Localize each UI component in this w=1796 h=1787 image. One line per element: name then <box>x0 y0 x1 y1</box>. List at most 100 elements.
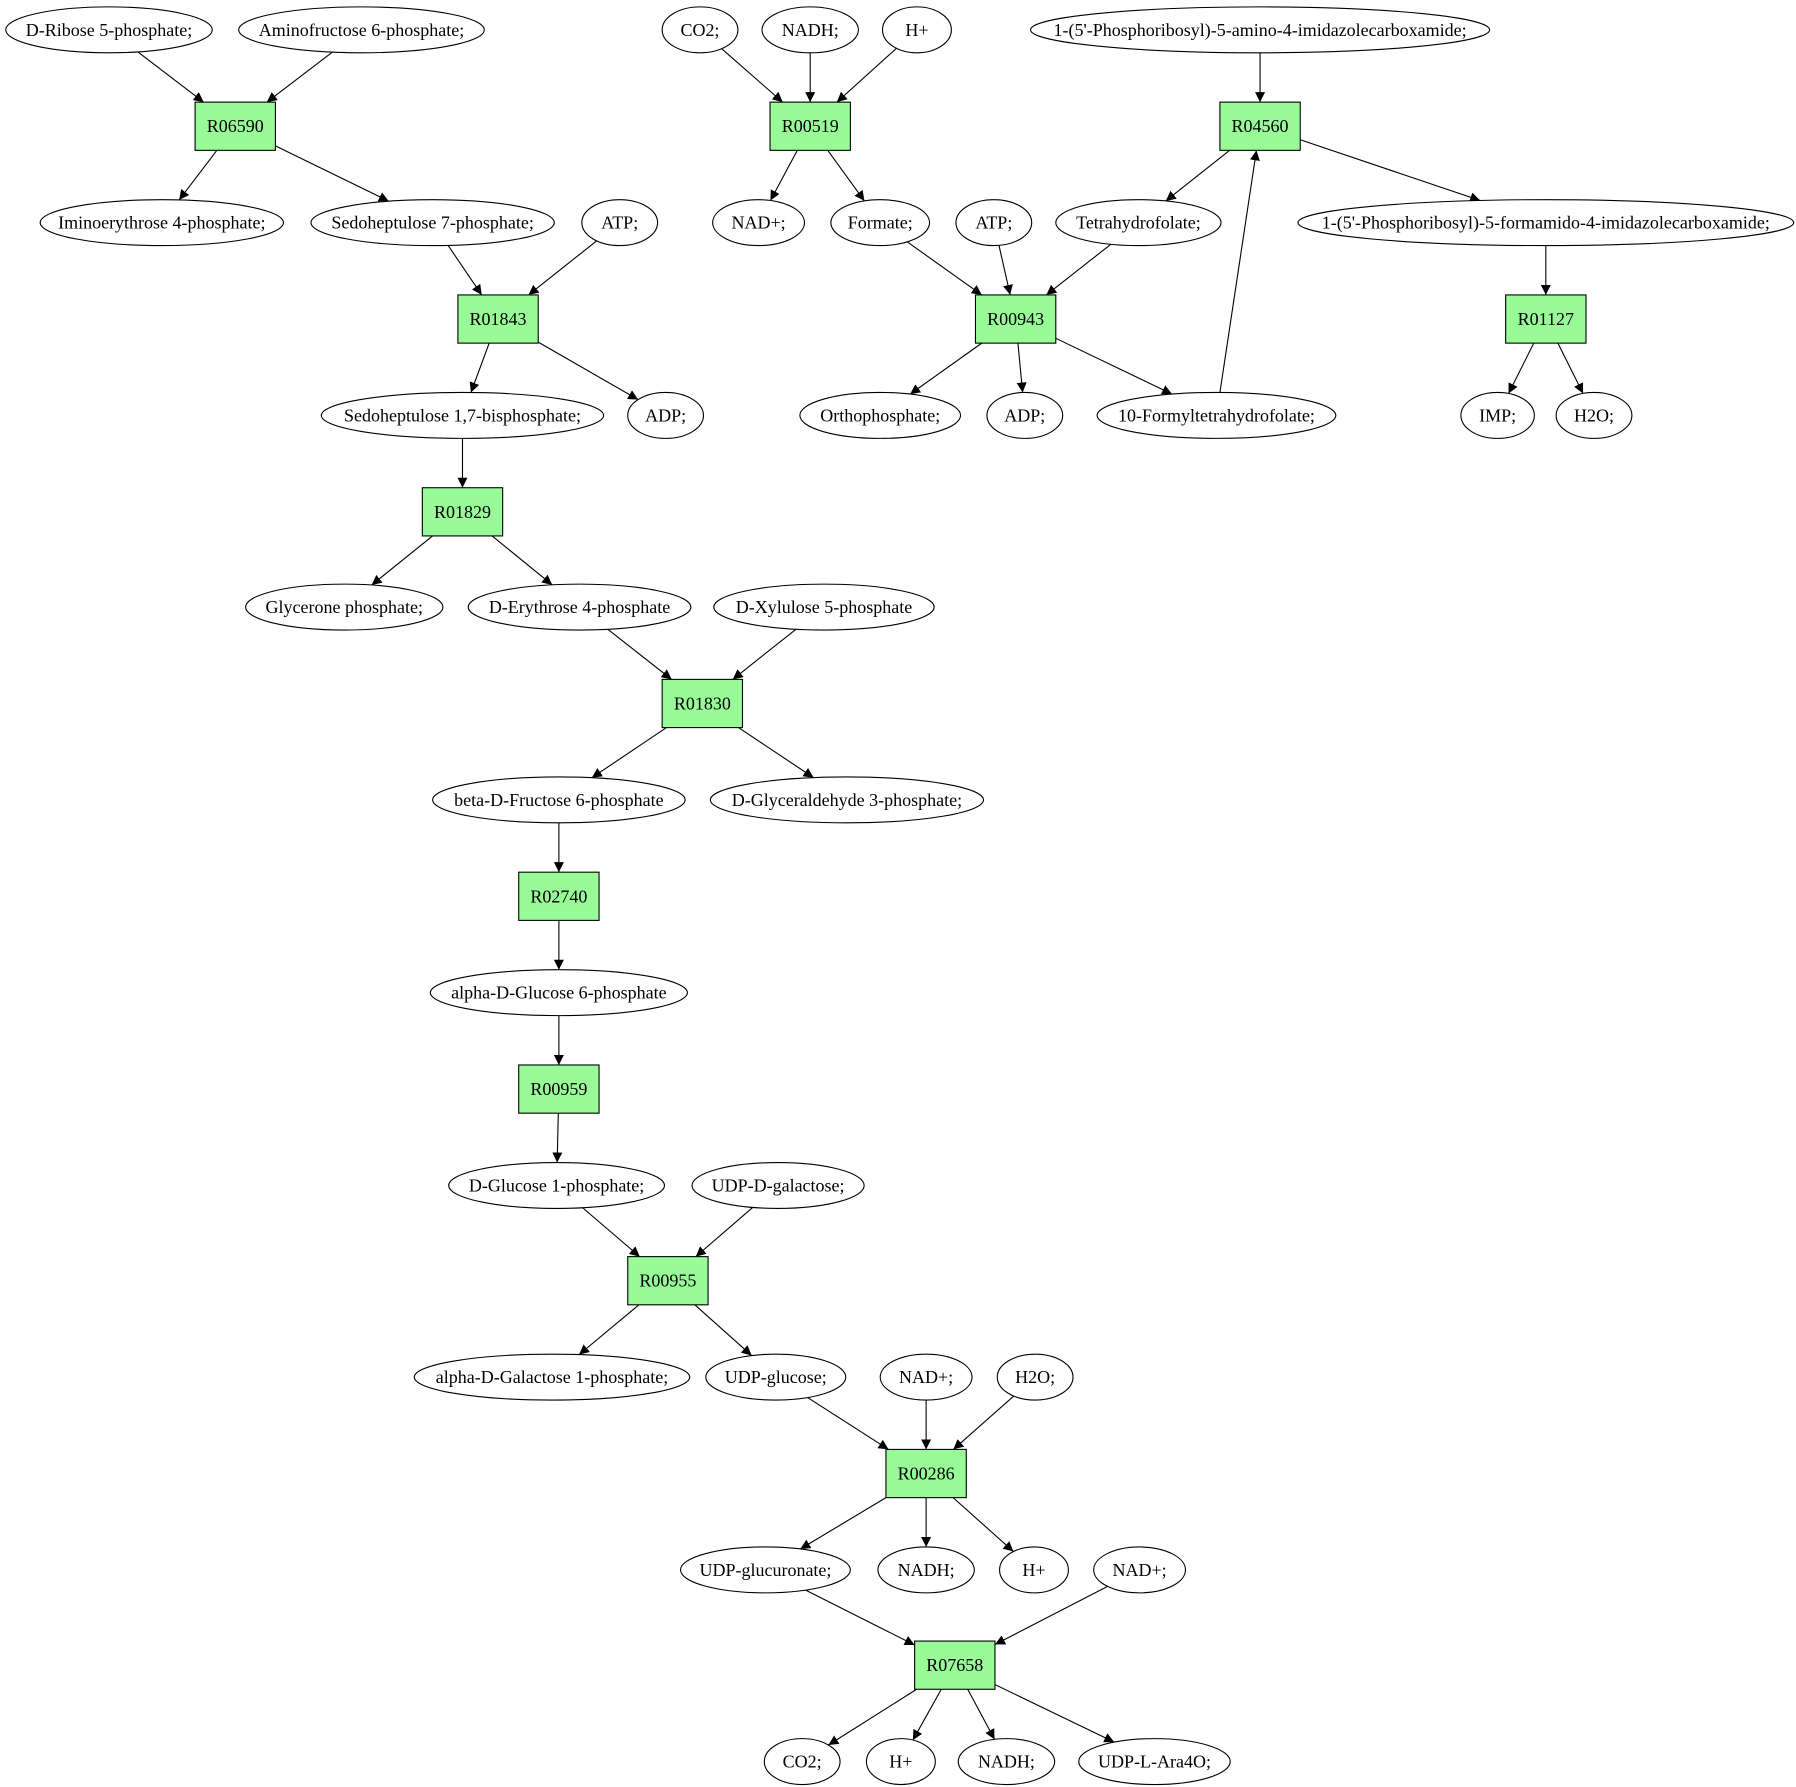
compound-node[interactable]: D-Glyceraldehyde 3-phosphate; <box>709 776 985 824</box>
edge-rx_R01127-to-c_imp <box>1508 342 1535 394</box>
compound-node[interactable]: Glycerone phosphate; <box>245 583 444 631</box>
compound-ellipse <box>679 1546 851 1594</box>
compound-node[interactable]: alpha-D-Glucose 6-phosphate <box>429 969 688 1017</box>
compound-ellipse <box>39 199 285 247</box>
compound-node[interactable]: D-Glucose 1-phosphate; <box>448 1161 666 1209</box>
reaction-node-R00959[interactable]: R00959 <box>518 1064 600 1114</box>
compound-ellipse <box>1093 1546 1187 1594</box>
compound-node[interactable]: H+ <box>999 1546 1069 1594</box>
edge-c_ribose5p-to-rx_R06590 <box>137 51 205 103</box>
reaction-box <box>1219 101 1301 151</box>
compound-node[interactable]: H2O; <box>1555 391 1633 439</box>
reaction-node-R01843[interactable]: R01843 <box>457 294 539 344</box>
compound-node[interactable]: Sedoheptulose 7-phosphate; <box>310 199 555 247</box>
compound-node[interactable]: NADH; <box>957 1738 1056 1786</box>
compound-node[interactable]: ATP; <box>581 199 659 247</box>
compound-label: ATP; <box>601 213 638 233</box>
compound-node[interactable]: NAD+; <box>879 1353 973 1401</box>
compound-ellipse <box>986 391 1064 439</box>
reaction-box <box>457 294 539 344</box>
compound-label: UDP-D-galactose; <box>712 1175 845 1195</box>
compound-label: Iminoerythrose 4-phosphate; <box>58 213 265 233</box>
compound-node[interactable]: ADP; <box>986 391 1064 439</box>
reaction-label: R00519 <box>782 116 839 136</box>
compound-node[interactable]: UDP-glucose; <box>705 1353 847 1401</box>
reaction-node-R01830[interactable]: R01830 <box>661 678 744 729</box>
compound-node[interactable]: 1-(5'-Phosphoribosyl)-5-formamido-4-imid… <box>1297 199 1795 247</box>
compound-node[interactable]: Aminofructose 6-phosphate; <box>238 6 485 54</box>
reaction-box <box>885 1448 967 1499</box>
compound-node[interactable]: Formate; <box>830 199 931 247</box>
reaction-node-R00286[interactable]: R00286 <box>885 1448 967 1499</box>
compound-label: beta-D-Fructose 6-phosphate <box>454 790 663 810</box>
compound-node[interactable]: Iminoerythrose 4-phosphate; <box>39 199 285 247</box>
reaction-node-R00943[interactable]: R00943 <box>974 294 1057 344</box>
compound-ellipse <box>763 1738 841 1786</box>
reaction-node-R04560[interactable]: R04560 <box>1219 101 1301 151</box>
reaction-box <box>769 101 851 151</box>
compound-label: CO2; <box>681 20 720 40</box>
compound-node[interactable]: H2O; <box>996 1353 1074 1401</box>
compound-ellipse <box>5 6 213 54</box>
edge-c_atp2-to-rx_R00943 <box>998 245 1013 296</box>
reaction-node-R07658[interactable]: R07658 <box>914 1640 996 1690</box>
compound-node[interactable]: CO2; <box>763 1738 841 1786</box>
compound-node[interactable]: IMP; <box>1460 391 1535 439</box>
edges-layer <box>137 47 1584 1746</box>
compound-node[interactable]: NADH; <box>761 6 859 54</box>
edge-c_formate-to-rx_R00943 <box>906 241 983 296</box>
compound-label: H2O; <box>1574 405 1614 425</box>
compound-label: ATP; <box>975 213 1012 233</box>
compound-label: Sedoheptulose 7-phosphate; <box>331 213 533 233</box>
compound-node[interactable]: UDP-D-galactose; <box>691 1161 865 1209</box>
compound-node[interactable]: H+ <box>865 1738 936 1786</box>
compound-node[interactable]: UDP-L-Ara4O; <box>1078 1738 1231 1786</box>
compound-node[interactable]: ATP; <box>955 199 1033 247</box>
compound-node[interactable]: alpha-D-Galactose 1-phosphate; <box>413 1353 691 1401</box>
compound-node[interactable]: beta-D-Fructose 6-phosphate <box>432 776 686 824</box>
compound-node[interactable]: NAD+; <box>1093 1546 1187 1594</box>
compound-node[interactable]: Sedoheptulose 1,7-bisphosphate; <box>320 391 605 439</box>
compound-label: alpha-D-Glucose 6-phosphate <box>451 983 666 1003</box>
reaction-node-R01127[interactable]: R01127 <box>1505 294 1587 344</box>
reaction-node-R00955[interactable]: R00955 <box>627 1256 709 1306</box>
edge-c_co2_top-to-rx_R00519 <box>721 48 784 103</box>
compound-ellipse <box>1297 199 1795 247</box>
compound-ellipse <box>429 969 688 1017</box>
compound-node[interactable]: ADP; <box>627 391 705 439</box>
reaction-node-R02740[interactable]: R02740 <box>518 871 600 921</box>
compound-node[interactable]: NAD+; <box>712 199 806 247</box>
edge-rx_R00943-to-c_adp2 <box>1016 343 1027 393</box>
compound-ellipse <box>320 391 605 439</box>
compound-node[interactable]: CO2; <box>661 6 739 54</box>
compound-ellipse <box>1078 1738 1231 1786</box>
reaction-box <box>194 101 276 151</box>
compound-ellipse <box>467 583 692 631</box>
compound-node[interactable]: D-Ribose 5-phosphate; <box>5 6 213 54</box>
reaction-node-R01829[interactable]: R01829 <box>421 487 504 537</box>
compound-ellipse <box>957 1738 1056 1786</box>
reaction-node-R00519[interactable]: R00519 <box>769 101 851 151</box>
compound-node[interactable]: Orthophosphate; <box>799 391 962 439</box>
nodes-layer: R06590R01843R01829R01830R02740R00959R009… <box>5 6 1795 1786</box>
compound-node[interactable]: UDP-glucuronate; <box>679 1546 851 1594</box>
compound-node[interactable]: D-Erythrose 4-phosphate <box>467 583 692 631</box>
compound-label: Aminofructose 6-phosphate; <box>259 20 464 40</box>
compound-label: NAD+; <box>1112 1560 1166 1580</box>
reaction-box <box>518 1064 600 1114</box>
reaction-box <box>518 871 600 921</box>
compound-node[interactable]: H+ <box>881 6 952 54</box>
compound-node[interactable]: 10-Formyltetrahydrofolate; <box>1096 391 1337 439</box>
reaction-label: R02740 <box>530 886 587 906</box>
edge-rx_R01843-to-c_sedoheptulose17bp <box>469 342 490 393</box>
compound-node[interactable]: NADH; <box>877 1546 975 1594</box>
compound-node[interactable]: Tetrahydrofolate; <box>1055 199 1222 247</box>
compound-ellipse <box>661 6 739 54</box>
edge-rx_R01127-to-c_h2o_end <box>1557 342 1584 394</box>
compound-node[interactable]: 1-(5'-Phosphoribosyl)-5-amino-4-imidazol… <box>1029 6 1491 54</box>
reaction-node-R06590[interactable]: R06590 <box>194 101 276 151</box>
compound-node[interactable]: D-Xylulose 5-phosphate <box>713 583 935 631</box>
edge-c_glucose1p-to-rx_R00955 <box>582 1207 641 1258</box>
edge-rx_R01830-to-c_fructose6p <box>591 727 667 779</box>
reaction-label: R00959 <box>530 1079 587 1099</box>
